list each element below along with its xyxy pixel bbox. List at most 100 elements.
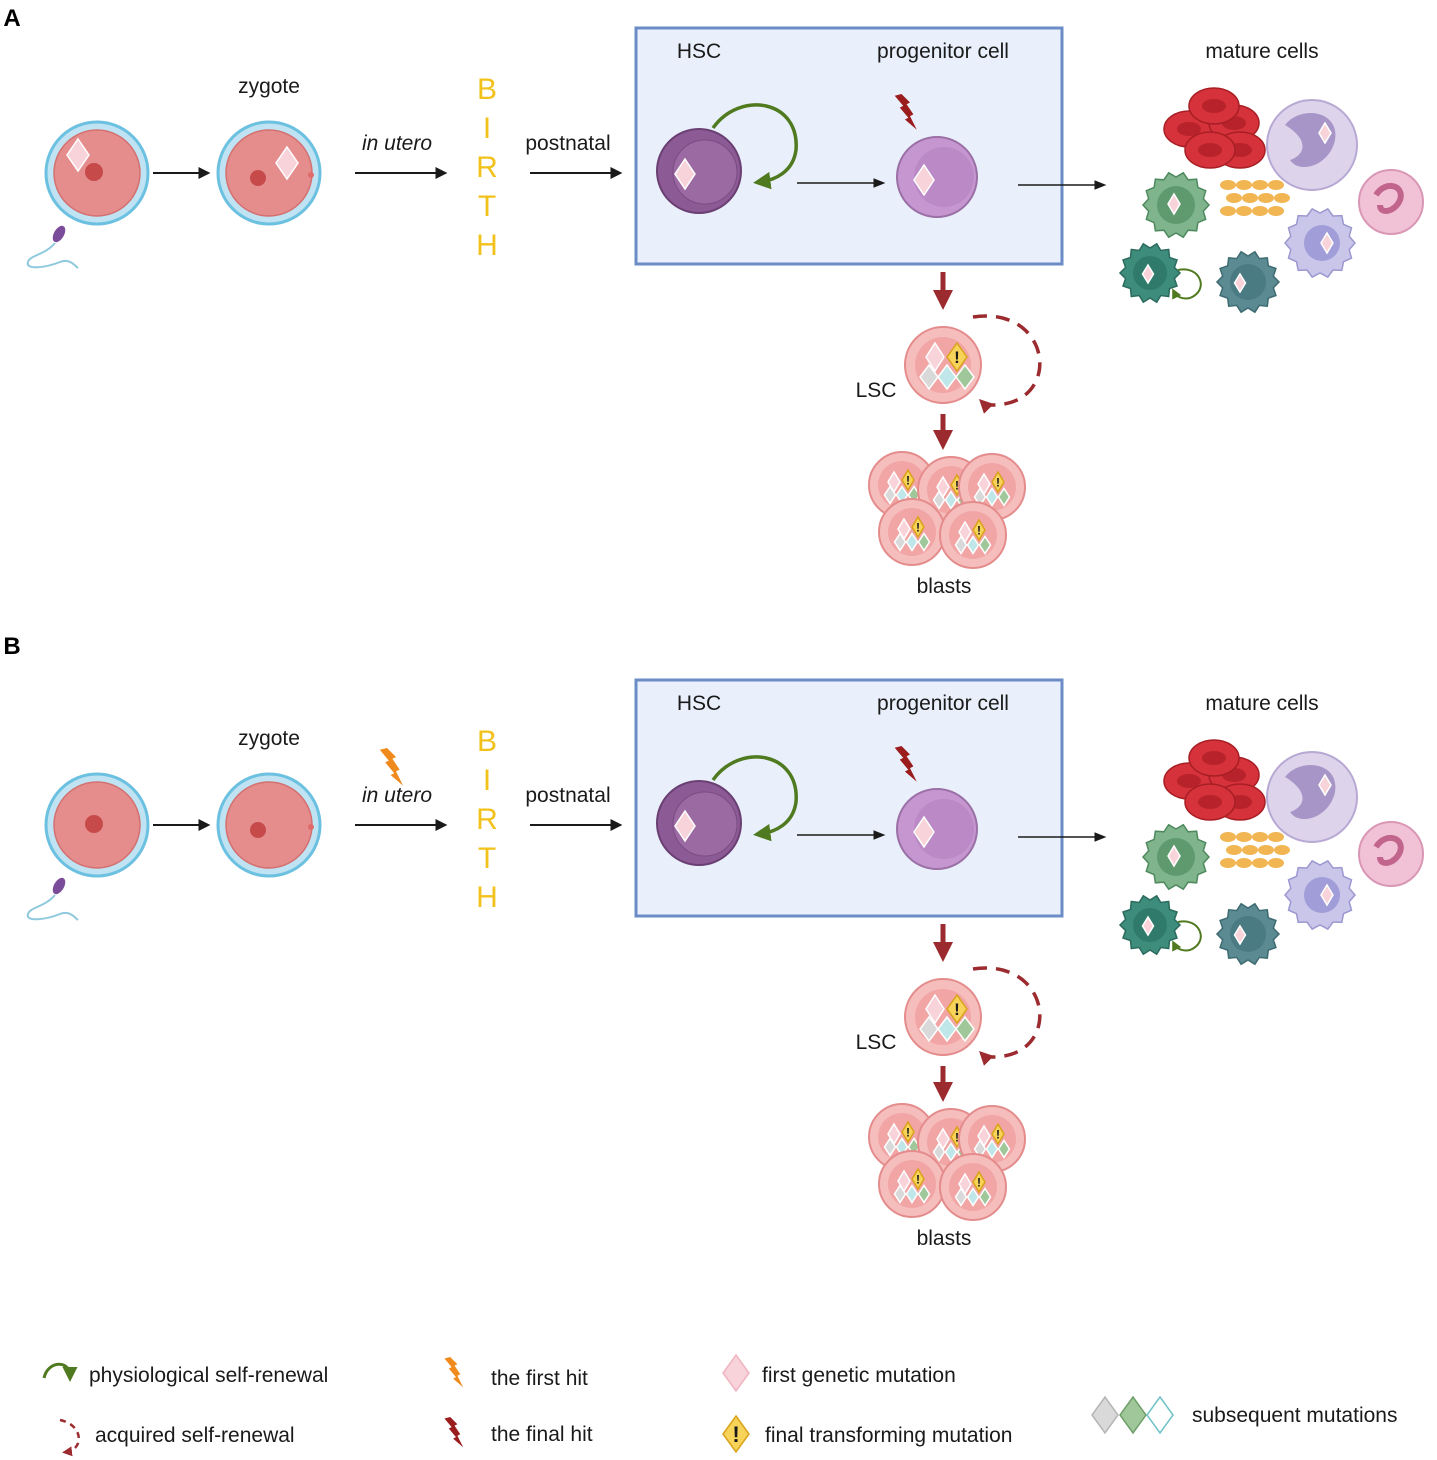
legend-physiological-label: physiological self-renewal: [89, 1364, 328, 1387]
first-mutation-diamond: [1141, 915, 1155, 937]
svg-text:!: !: [955, 1130, 959, 1144]
platelet: [1268, 858, 1284, 868]
platelet: [1220, 180, 1236, 190]
subsequent-mutation-icon: [1146, 1395, 1174, 1435]
subsequent-mutation-diamond: [955, 363, 975, 391]
final-mutation-diamond: !: [946, 341, 968, 373]
birth-letter: H: [476, 229, 498, 262]
in-utero-label: in utero: [362, 132, 432, 155]
subsequent-mutation-icon: [1119, 1395, 1147, 1435]
final-hit-icon: [444, 1417, 464, 1448]
birth-letter: R: [476, 151, 498, 184]
panel-letter: B: [3, 633, 20, 660]
svg-text:!: !: [906, 1125, 910, 1139]
platelet: [1274, 193, 1290, 203]
first-mutation-diamond: [1320, 883, 1334, 907]
platelet: [1258, 845, 1274, 855]
blasts: !!!!!: [868, 451, 1026, 569]
platelet: [1258, 193, 1274, 203]
legend-subsequent-label: subsequent mutations: [1192, 1404, 1397, 1427]
first-mutation-diamond: [1318, 121, 1332, 145]
legend-final-mutation-label: final transforming mutation: [765, 1424, 1012, 1447]
platelet: [1226, 193, 1242, 203]
physiological-self-renewal-arrow: [711, 103, 798, 190]
first-mutation-diamond: [275, 145, 299, 181]
first-mutation-diamond: [674, 809, 696, 843]
svg-text:!: !: [954, 348, 960, 367]
legend-first-hit-label: the first hit: [491, 1367, 588, 1390]
lsc-label: LSC: [856, 379, 897, 402]
subsequent-mutation-diamond: [955, 1015, 975, 1043]
eosinophil: [1358, 821, 1424, 887]
physiological-self-renewal-arrow: [1172, 268, 1202, 300]
first-mutation-icon: [722, 1353, 750, 1393]
svg-text:!: !: [732, 1422, 739, 1447]
svg-text:!: !: [916, 520, 920, 534]
platelet: [1252, 206, 1268, 216]
oocyte: [44, 772, 150, 878]
birth-letter: T: [478, 842, 496, 875]
first-mutation-diamond: [913, 163, 935, 197]
blast-cell: !: [939, 501, 1007, 569]
blasts-label: blasts: [917, 1227, 972, 1250]
progenitor-label: progenitor cell: [877, 40, 1009, 63]
platelet: [1252, 832, 1268, 842]
lsc-cell: !: [904, 978, 982, 1056]
hsc-label: HSC: [677, 40, 721, 63]
platelet: [1236, 858, 1252, 868]
svg-text:!: !: [977, 523, 981, 537]
sperm: [26, 877, 79, 921]
acquired-self-renewal-icon: [59, 1418, 81, 1457]
blasts: !!!!!: [868, 1103, 1026, 1221]
first-mutation-diamond: [1233, 272, 1247, 294]
physiological-self-renewal-icon: [42, 1362, 78, 1382]
platelet: [1252, 180, 1268, 190]
subsequent-mutation-icon: [1091, 1395, 1119, 1435]
platelet: [1220, 858, 1236, 868]
birth-letter: R: [476, 803, 498, 836]
legend-final-hit-label: the final hit: [491, 1423, 593, 1446]
birth-letter: T: [478, 190, 496, 223]
postnatal-label: postnatal: [525, 132, 610, 155]
final-hit-bolt: [894, 94, 917, 130]
first-mutation-diamond: [1233, 924, 1247, 946]
progenitor-cell: [896, 788, 978, 870]
platelet: [1252, 858, 1268, 868]
platelet: [1268, 832, 1284, 842]
first-mutation-diamond: [1141, 263, 1155, 285]
birth-letter: H: [476, 881, 498, 914]
blast-cell: !: [878, 498, 946, 566]
acquired-self-renewal-arrow: [972, 314, 1042, 414]
final-hit-bolt: [894, 746, 917, 782]
in-utero-label: in utero: [362, 784, 432, 807]
mature-cells: [1118, 87, 1424, 314]
svg-text:!: !: [996, 1127, 1000, 1141]
platelet: [1220, 832, 1236, 842]
lsc-cell: !: [904, 326, 982, 404]
subsequent-mutation-diamond: [937, 363, 957, 391]
physiological-self-renewal-arrow: [1172, 920, 1202, 952]
first-mutation-diamond: [1318, 773, 1332, 797]
zygote-label: zygote: [238, 727, 300, 750]
final-mutation-icon: !: [722, 1414, 750, 1454]
first-mutation-diamond: [925, 993, 945, 1025]
oocyte: [44, 120, 150, 226]
zygote-label: zygote: [238, 75, 300, 98]
birth-letter: B: [477, 73, 497, 106]
postnatal-label: postnatal: [525, 784, 610, 807]
sperm: [26, 225, 79, 269]
progenitor-cell: [896, 136, 978, 218]
zygote: [216, 772, 322, 878]
legend-first-mutation-label: first genetic mutation: [762, 1364, 956, 1387]
svg-text:!: !: [977, 1175, 981, 1189]
first-mutation-diamond: [1320, 231, 1334, 255]
subsequent-mutation-diamond: [937, 1015, 957, 1043]
hsc-label: HSC: [677, 692, 721, 715]
subsequent-mutation-diamond: [919, 1015, 939, 1043]
first-hit-bolt: [379, 748, 404, 786]
progenitor-label: progenitor cell: [877, 692, 1009, 715]
platelet: [1274, 845, 1290, 855]
eosinophil: [1358, 169, 1424, 235]
